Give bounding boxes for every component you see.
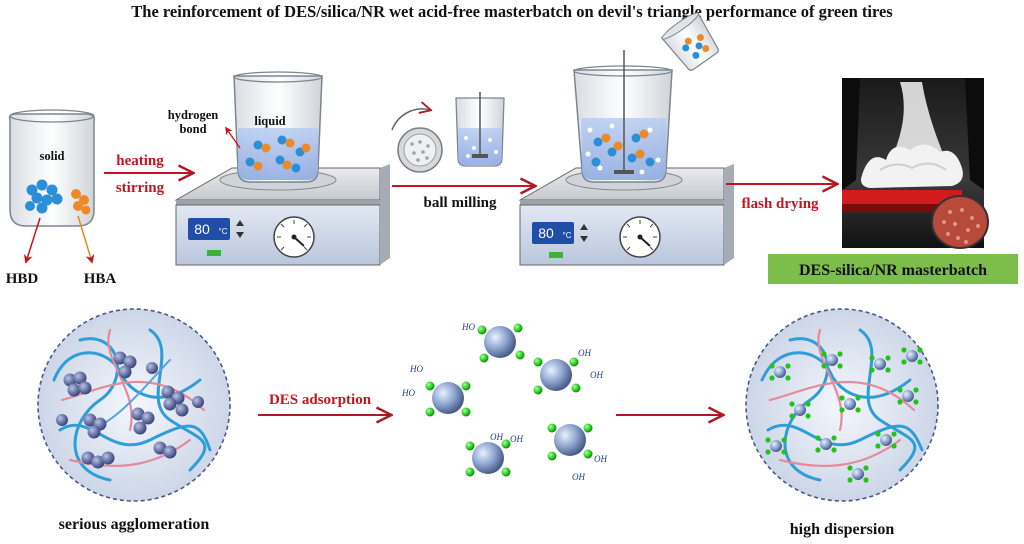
hbd-particles — [25, 179, 63, 214]
mixing-beaker — [573, 50, 673, 183]
ho-group: HO — [401, 388, 415, 398]
masterbatch-label-box — [768, 254, 1018, 284]
temperature-value-2: 80 — [538, 225, 554, 241]
up-arrow-icon-2 — [580, 224, 588, 230]
silica-particle: HO HO — [401, 364, 471, 417]
oh-group: OH — [578, 348, 591, 358]
ball-milling-label: ball milling — [424, 195, 497, 211]
solid-beaker: solid — [8, 109, 96, 264]
modified-silica-particles: HO HO HO OH OH OH OH — [401, 322, 607, 482]
temperature-unit: °C — [219, 227, 228, 236]
hydrogen-bond-label-line2: bond — [179, 122, 206, 136]
milling-beaker — [455, 92, 505, 167]
dispersion-label: high dispersion — [790, 521, 895, 538]
masterbatch-photo — [842, 78, 989, 249]
temperature-unit-2: °C — [563, 231, 572, 240]
masterbatch-label: DES-silica/NR masterbatch — [799, 262, 987, 279]
heating-label: heating — [116, 153, 164, 169]
figure-title: The reinforcement of DES/silica/NR wet a… — [131, 2, 893, 21]
down-arrow-icon — [236, 232, 244, 238]
silica-particle: HO — [461, 322, 525, 363]
dial-icon — [273, 216, 315, 258]
oh-group: OH — [510, 434, 523, 444]
dial-icon-2 — [619, 216, 661, 258]
pouring-cup-icon — [660, 11, 719, 71]
stirring-label: stirring — [116, 180, 165, 196]
oh-group: OH — [572, 472, 585, 482]
hba-particles — [71, 189, 91, 215]
liquid-beaker: liquid — [233, 71, 323, 183]
hbd-label: HBD — [6, 271, 39, 287]
dispersed-silica — [765, 347, 923, 483]
silica-aggregates — [56, 351, 204, 469]
oh-group: OH — [490, 432, 503, 442]
des-adsorption-label: DES adsorption — [269, 392, 372, 408]
hot-plate-stirrer-2: 80 °C — [518, 164, 734, 266]
dispersion-circle — [745, 308, 939, 502]
hydrogen-bond-pointer — [225, 126, 241, 149]
ball-mill-icon — [391, 109, 443, 173]
solid-label: solid — [39, 149, 64, 163]
temperature-display-2 — [532, 222, 574, 244]
oh-group: OH — [594, 454, 607, 464]
up-arrow-icon — [236, 220, 244, 226]
silica-particle: OH OH — [465, 432, 523, 477]
liquid-label: liquid — [254, 114, 285, 128]
silica-particle: OH OH — [547, 423, 607, 482]
flash-drying-label: flash drying — [741, 196, 819, 212]
indicator-light — [207, 250, 221, 256]
hba-label: HBA — [84, 271, 117, 287]
hot-plate-stirrer-1: 80 °C — [174, 164, 390, 266]
oh-group: OH — [590, 370, 603, 380]
ho-group: HO — [461, 322, 475, 332]
silica-particle: OH OH — [533, 348, 603, 395]
temperature-value: 80 — [194, 221, 210, 237]
agglomeration-label: serious agglomeration — [59, 516, 210, 533]
ho-group: HO — [409, 364, 423, 374]
temperature-display — [188, 218, 230, 240]
agglomeration-circle — [37, 308, 231, 502]
indicator-light-2 — [549, 252, 563, 258]
down-arrow-icon-2 — [580, 236, 588, 242]
des-molecules-2 — [591, 129, 655, 167]
hydrogen-bond-label-line1: hydrogen — [168, 108, 219, 122]
des-molecules — [245, 135, 311, 173]
